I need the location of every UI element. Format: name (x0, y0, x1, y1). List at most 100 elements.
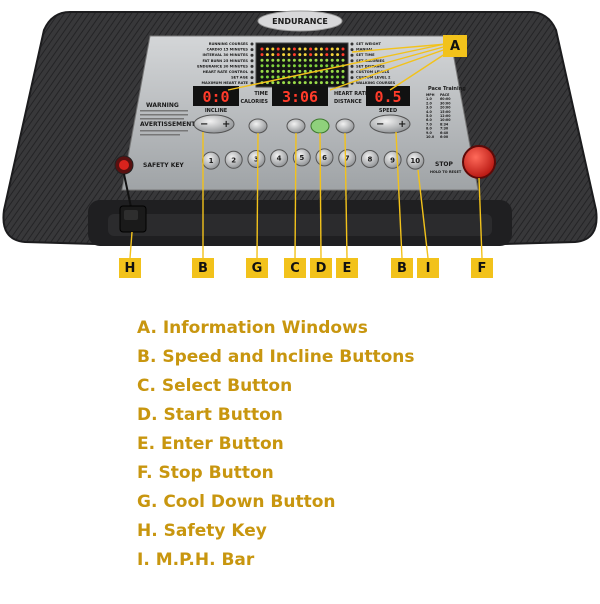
distance-label: DISTANCE (334, 99, 362, 105)
program-left-item: MAXIMUM HEART RATE (201, 81, 248, 85)
led-dot (292, 53, 296, 57)
speed-key-5[interactable] (292, 148, 311, 167)
program-indicator (350, 76, 354, 80)
pace-chart-mph: 2.0 (426, 101, 433, 105)
legend-item-h: H. Safety Key (137, 521, 267, 541)
speed-key-4[interactable] (270, 149, 289, 168)
callout-h: H (119, 258, 141, 278)
pace-chart-mph: 9.0 (426, 131, 433, 135)
led-dot (271, 58, 275, 62)
led-dot (260, 53, 264, 57)
incline-window (193, 86, 239, 106)
pace-chart-mph: MPH (426, 93, 435, 97)
led-dot (287, 81, 291, 85)
led-dot (330, 64, 334, 68)
led-dot (341, 53, 345, 57)
warning-fr-label: AVERTISSEMENT: (140, 121, 197, 128)
pace-chart-pace: 20:00 (440, 106, 451, 110)
pace-chart-pace: PACE (440, 93, 450, 97)
led-dot (276, 58, 280, 62)
led-dot (282, 69, 286, 73)
start-button[interactable] (310, 118, 330, 134)
select-button[interactable] (286, 118, 306, 134)
led-dot (325, 58, 329, 62)
led-dot (319, 53, 323, 57)
led-dot (341, 81, 345, 85)
speed-key-label: 2 (231, 156, 236, 164)
speed-key-label: 4 (277, 155, 282, 163)
program-indicator (250, 64, 254, 68)
pace-chart-pace: 60:00 (440, 97, 451, 101)
led-dot (325, 47, 329, 51)
speed-up-down-button[interactable] (369, 114, 411, 134)
led-dot (325, 64, 329, 68)
led-dot (292, 58, 296, 62)
legend-item-c: C. Select Button (137, 376, 293, 396)
led-dot (341, 58, 345, 62)
plus-icon: + (398, 119, 406, 130)
speed-key-3[interactable] (247, 150, 266, 168)
led-dot (325, 69, 329, 73)
led-dot (341, 75, 345, 79)
pace-chart-pace: 10:00 (440, 118, 451, 122)
speed-key-8[interactable] (360, 150, 379, 168)
led-dot (336, 69, 340, 73)
pace-chart-mph: 7.0 (426, 122, 433, 126)
led-dot (271, 69, 275, 73)
program-left-item: FAT BURN 25 MINUTES (202, 59, 248, 63)
program-indicator (250, 76, 254, 80)
plus-icon: + (222, 119, 230, 130)
led-dot (292, 64, 296, 68)
program-left-item: HEART RATE CONTROL (203, 70, 249, 74)
led-dot (298, 58, 302, 62)
led-dot (271, 53, 275, 57)
led-dot (265, 64, 269, 68)
incline-up-down-button[interactable] (193, 114, 235, 134)
speed-key-label: 6 (322, 154, 327, 162)
speed-key-label: 9 (390, 156, 395, 164)
led-dot (303, 58, 307, 62)
pace-chart-mph: 10.0 (426, 135, 435, 139)
heart-rate-label: HEART RATE (334, 91, 369, 97)
pace-chart-pace: 30:00 (440, 101, 451, 105)
legend-item-g: G. Cool Down Button (137, 492, 336, 512)
incline-readout: 0:0 (202, 88, 229, 106)
led-dot (282, 58, 286, 62)
led-dot (276, 64, 280, 68)
enter-button[interactable] (335, 118, 355, 134)
led-dot (287, 64, 291, 68)
pace-chart-title: Pace Training (428, 86, 466, 92)
minus-icon: − (376, 119, 384, 130)
led-dot (319, 81, 323, 85)
callout-leaders (129, 43, 483, 259)
led-dot (298, 69, 302, 73)
led-dot (330, 47, 334, 51)
led-dot (330, 53, 334, 57)
speed-key-2[interactable] (224, 150, 243, 169)
speed-window (366, 86, 410, 106)
pace-chart-pace: 6:40 (440, 131, 449, 135)
led-dot (303, 75, 307, 79)
program-left-item: RUNNING COURSES (209, 42, 249, 46)
legend-item-e: E. Enter Button (137, 434, 284, 454)
led-dot (341, 47, 345, 51)
calories-label: CALORIES (240, 99, 268, 105)
led-dot (314, 64, 318, 68)
led-dot (260, 47, 264, 51)
program-indicator (350, 42, 354, 46)
led-dot (282, 53, 286, 57)
led-dot (336, 75, 340, 79)
pace-chart-mph: 5.0 (426, 114, 433, 118)
stop-button[interactable] (462, 145, 496, 179)
cool-down-button[interactable] (248, 118, 268, 134)
speed-key-10[interactable] (406, 151, 425, 170)
led-dot (341, 69, 345, 73)
program-left-item: INTERVAL 30 MINUTES (203, 53, 249, 57)
center-window (272, 86, 328, 106)
led-dot (303, 47, 307, 51)
speed-key-7[interactable] (338, 149, 357, 168)
led-dot (325, 81, 329, 85)
